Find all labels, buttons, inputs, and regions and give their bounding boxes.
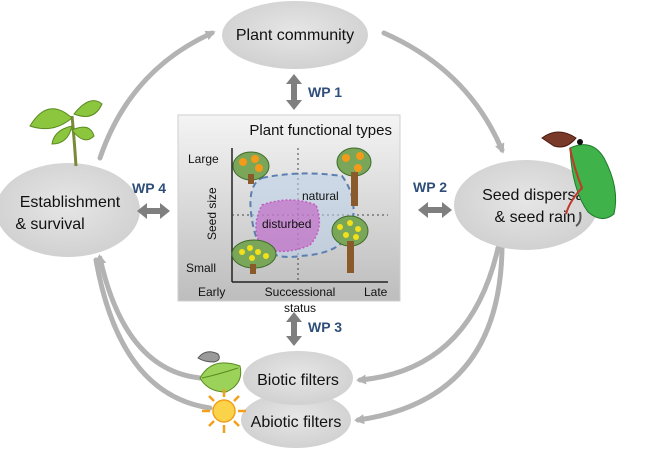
node-abiotic-filters: Abiotic filters (241, 392, 351, 448)
wp2-connector (418, 202, 452, 218)
pft-title: Plant functional types (249, 122, 392, 139)
wp4-connector (137, 203, 170, 219)
seedling-icon (29, 100, 103, 167)
seed-dispersal-label-1: Seed dispersal (482, 187, 588, 204)
abiotic-filters-label: Abiotic filters (251, 414, 342, 431)
arrow-dispersal-to-biotic (356, 245, 501, 385)
plant-community-label: Plant community (236, 27, 354, 44)
node-biotic-filters: Biotic filters (243, 351, 353, 405)
biotic-filters-label: Biotic filters (257, 372, 339, 389)
wp4-label: WP 4 (132, 180, 166, 196)
tree-icon (336, 147, 372, 206)
disturbed-label: disturbed (262, 217, 311, 231)
cycle-arrows (93, 30, 505, 425)
wp1-connector (286, 74, 302, 110)
y-top-label: Large (188, 152, 219, 166)
tree-icon (331, 215, 369, 273)
caterpillar-leaf-icon (197, 351, 242, 393)
arrow-abiotic-to-establishment (93, 257, 213, 411)
pft-panel: Plant functional types natural disturbed… (177, 114, 401, 315)
wp3-connector (286, 312, 302, 346)
establishment-label-1: Establishment (20, 194, 121, 211)
wp3-label: WP 3 (308, 319, 342, 335)
arrow-dispersal-to-abiotic (354, 245, 505, 425)
x-center-label-2: status (284, 301, 316, 315)
tree-icon (231, 239, 277, 274)
establishment-label-2: & survival (15, 216, 84, 233)
node-establishment: Establishment & survival (0, 163, 140, 257)
arrow-biotic-to-establishment (96, 254, 203, 381)
y-bottom-label: Small (186, 261, 216, 275)
seed-dispersal-label-2: & seed rain (495, 209, 576, 226)
wp1-label: WP 1 (308, 84, 342, 100)
x-left-label: Early (198, 285, 225, 299)
bird-icon (541, 131, 617, 227)
tree-icon (232, 151, 270, 184)
node-seed-dispersal: Seed dispersal & seed rain (454, 160, 598, 250)
arrow-establishment-to-community (97, 30, 216, 161)
arrow-community-to-dispersal (381, 30, 505, 154)
x-right-label: Late (364, 285, 388, 299)
x-center-label-1: Successional (265, 285, 336, 299)
natural-label: natural (302, 189, 339, 203)
y-axis-label: Seed size (205, 187, 219, 240)
node-plant-community: Plant community (222, 1, 368, 69)
sun-icon (202, 389, 246, 433)
disturbed-region (255, 199, 321, 253)
wp2-label: WP 2 (413, 179, 447, 195)
